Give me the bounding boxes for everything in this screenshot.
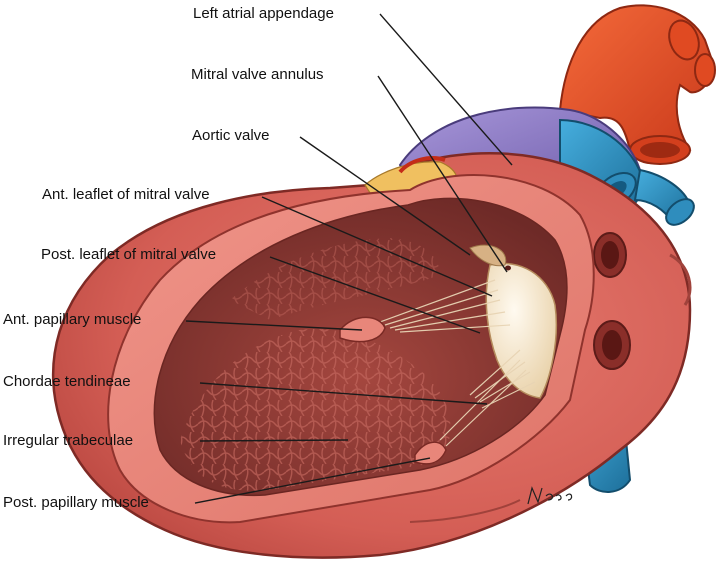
artist-signature: [527, 486, 573, 505]
papillary-muscles: [339, 316, 447, 465]
label-ant-papillary-muscle: Ant. papillary muscle: [3, 311, 142, 328]
chordae-tendineae: [379, 279, 536, 447]
label-mitral-valve-annulus: Mitral valve annulus: [191, 66, 324, 83]
label-post-papillary-muscle: Post. papillary muscle: [3, 494, 149, 511]
leader-lines: [185, 13, 513, 504]
label-irregular-trabeculae: Irregular trabeculae: [3, 432, 134, 449]
cut-wall: [107, 174, 595, 524]
aorta: [558, 4, 716, 165]
label-left-atrial-appendage: Left atrial appendage: [193, 5, 334, 22]
label-post-leaflet-mitral: Post. leaflet of mitral valve: [41, 246, 217, 263]
label-aortic-valve: Aortic valve: [192, 127, 270, 144]
label-chordae-tendineae: Chordae tendineae: [3, 373, 131, 390]
label-ant-leaflet-mitral: Ant. leaflet of mitral valve: [42, 186, 210, 203]
